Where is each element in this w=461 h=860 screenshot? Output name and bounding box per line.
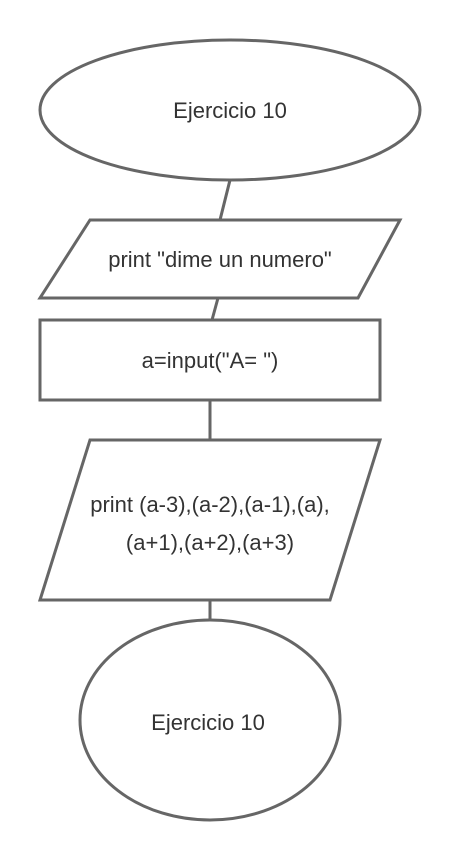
start-node[interactable]: Ejercicio 10 [38,38,422,182]
connector-prompt-to-input [210,297,220,321]
prompt-parallelogram [37,218,403,300]
start-label: Ejercicio 10 [173,98,287,123]
connector-start-to-prompt [218,179,232,221]
result-node[interactable]: print (a-3),(a-2),(a-1),(a), (a+1),(a+2)… [37,438,383,602]
prompt-node[interactable]: print "dime un numero" [37,218,403,300]
start-ellipse [38,38,422,182]
result-label-line1: print (a-3),(a-2),(a-1),(a), [90,492,330,517]
end-label: Ejercicio 10 [151,710,265,735]
input-node[interactable]: a=input("A= ") [38,318,382,402]
input-rectangle [38,318,382,402]
result-parallelogram [37,438,383,602]
input-label: a=input("A= ") [142,348,279,373]
end-ellipse [78,618,342,822]
end-node[interactable]: Ejercicio 10 [78,618,342,822]
result-label-line2: (a+1),(a+2),(a+3) [126,530,294,555]
prompt-label: print "dime un numero" [108,247,332,272]
